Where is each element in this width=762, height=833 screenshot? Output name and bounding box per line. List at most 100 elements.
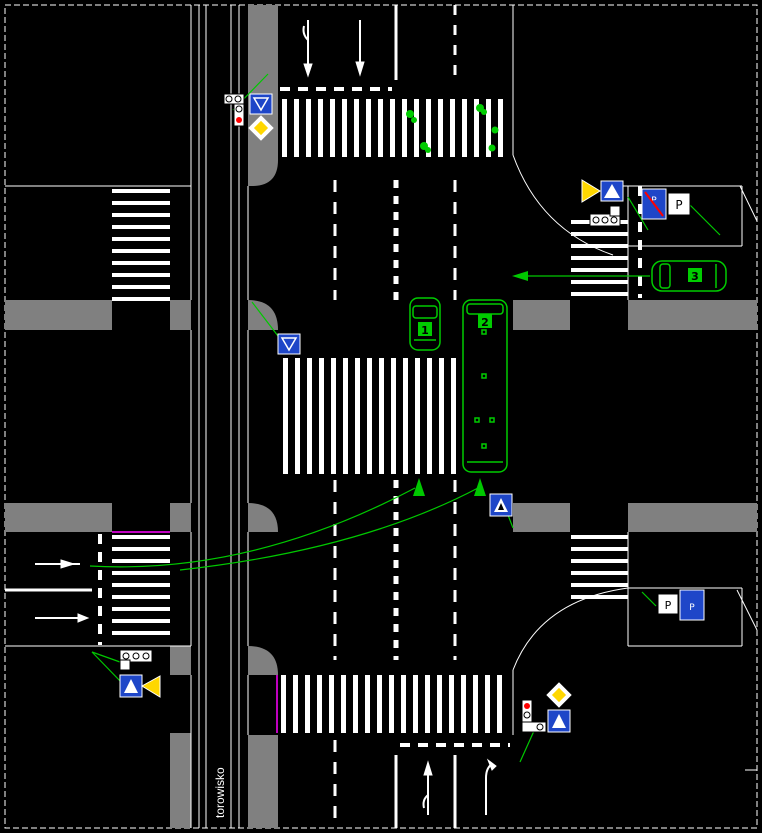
pedestrians — [406, 104, 499, 153]
zebra-stripe — [305, 675, 310, 733]
zebra-stripe — [571, 583, 628, 587]
zebra-stripe — [112, 213, 170, 217]
zebra-stripe — [283, 358, 288, 474]
sidewalk-corner-lower-left — [248, 646, 278, 675]
traffic-light-icon — [521, 699, 547, 733]
sidewalk-east-upper-b — [628, 300, 757, 330]
yield-sign-icon — [249, 93, 273, 115]
sidewalk-east-upper-a — [513, 300, 570, 330]
zebra-stripe — [378, 99, 383, 157]
sidewalk-west-bottom-post — [170, 646, 191, 675]
zebra-stripe — [571, 244, 628, 248]
zebra-stripe — [354, 99, 359, 157]
traffic-light-icon — [119, 649, 153, 671]
signs-lower-left — [119, 649, 161, 698]
parking-sign-icon: P — [657, 593, 679, 615]
sidewalks — [5, 5, 757, 828]
pedestrian-crossing-sign-icon — [489, 493, 513, 517]
zebra-stripe — [401, 675, 406, 733]
route-curve-1 — [89, 487, 416, 568]
no-parking-end-sign-icon: P — [641, 188, 667, 220]
zebra-stripe — [331, 358, 336, 474]
lane-arrows — [35, 20, 497, 815]
parking-sign-icon: P — [667, 192, 691, 216]
zebra-stripe — [343, 358, 348, 474]
zebra-stripe — [389, 675, 394, 733]
zebra-stripe — [571, 280, 628, 284]
zebra-stripe — [112, 273, 170, 277]
zebra-stripe — [413, 675, 418, 733]
zebra-stripe — [353, 675, 358, 733]
route-arrows — [89, 73, 721, 763]
sidewalk-east-lower-a — [513, 503, 570, 532]
sidewalk-west-lower — [5, 503, 112, 532]
sidewalk-west-upper — [5, 300, 112, 330]
sidewalk-west-base — [170, 733, 191, 828]
zebra-stripe — [485, 675, 490, 733]
zebra-stripe — [317, 675, 322, 733]
zebra-stripe — [112, 571, 170, 575]
zebra-stripe — [415, 358, 420, 474]
zebra-stripe — [571, 232, 628, 236]
zebra-stripe — [355, 358, 360, 474]
zebra-stripe — [571, 535, 628, 539]
zebra-stripe — [112, 261, 170, 265]
zebra-stripe — [112, 285, 170, 289]
zebra-stripe — [403, 358, 408, 474]
svg-text:P: P — [689, 603, 695, 613]
route-arrowheads — [413, 271, 528, 496]
signs-bottom-right — [521, 682, 572, 733]
zebra-stripe — [461, 675, 466, 733]
zebra-stripe — [497, 675, 502, 733]
zebra-stripe — [426, 99, 431, 157]
yield-sign-icon — [141, 675, 161, 698]
zebra-stripe — [112, 249, 170, 253]
vehicle-1-car: 1 — [409, 297, 441, 351]
zebra-stripe — [112, 619, 170, 623]
arrow-right-bottom — [485, 758, 497, 815]
zebra-stripe — [112, 595, 170, 599]
zebra-stripe — [486, 99, 491, 157]
road-outlines — [5, 5, 758, 828]
zebra-stripe — [402, 99, 407, 157]
zebra-stripe — [307, 358, 312, 474]
zebra-stripe — [319, 358, 324, 474]
zebra-stripe — [450, 99, 455, 157]
zebra-stripe — [112, 547, 170, 551]
zebra-stripe — [112, 583, 170, 587]
pedestrian-crossing-sign-icon — [119, 674, 143, 698]
zebra-stripe — [571, 559, 628, 563]
pedestrian-crossing-sign-icon — [547, 709, 571, 733]
signs-top-right: P P — [581, 179, 691, 227]
zebra-stripe — [571, 571, 628, 575]
traffic-light-icon — [223, 93, 245, 127]
zebra-stripe — [474, 99, 479, 157]
zebra-stripe — [571, 547, 628, 551]
zebra-stripe — [414, 99, 419, 157]
zebra-stripe — [112, 535, 170, 539]
vehicle-1-label: 1 — [421, 324, 429, 337]
zebra-stripe — [439, 358, 444, 474]
lane-markings — [5, 5, 642, 828]
arrow-west-left — [35, 559, 80, 569]
route-curve-2 — [179, 487, 479, 571]
zebra-stripe — [295, 358, 300, 474]
zebra-stripe — [425, 675, 430, 733]
diagram-frame — [4, 4, 758, 829]
signs-lower-right: P P — [657, 589, 705, 621]
zebra-stripe — [462, 99, 467, 157]
zebra-stripe — [342, 99, 347, 157]
zebra-stripe — [306, 99, 311, 157]
zebra-stripe — [112, 189, 170, 193]
zebra-stripe — [112, 559, 170, 563]
yield-sign-icon — [277, 333, 301, 355]
sidewalk-west-upper-post — [170, 300, 191, 330]
zebra-stripe — [318, 99, 323, 157]
zebra-stripe — [112, 201, 170, 205]
zebra-stripe — [112, 225, 170, 229]
zebra-stripe — [571, 268, 628, 272]
priority-road-sign-icon — [546, 682, 572, 708]
zebra-stripe — [571, 256, 628, 260]
arrow-left-straight-top — [302, 20, 313, 78]
